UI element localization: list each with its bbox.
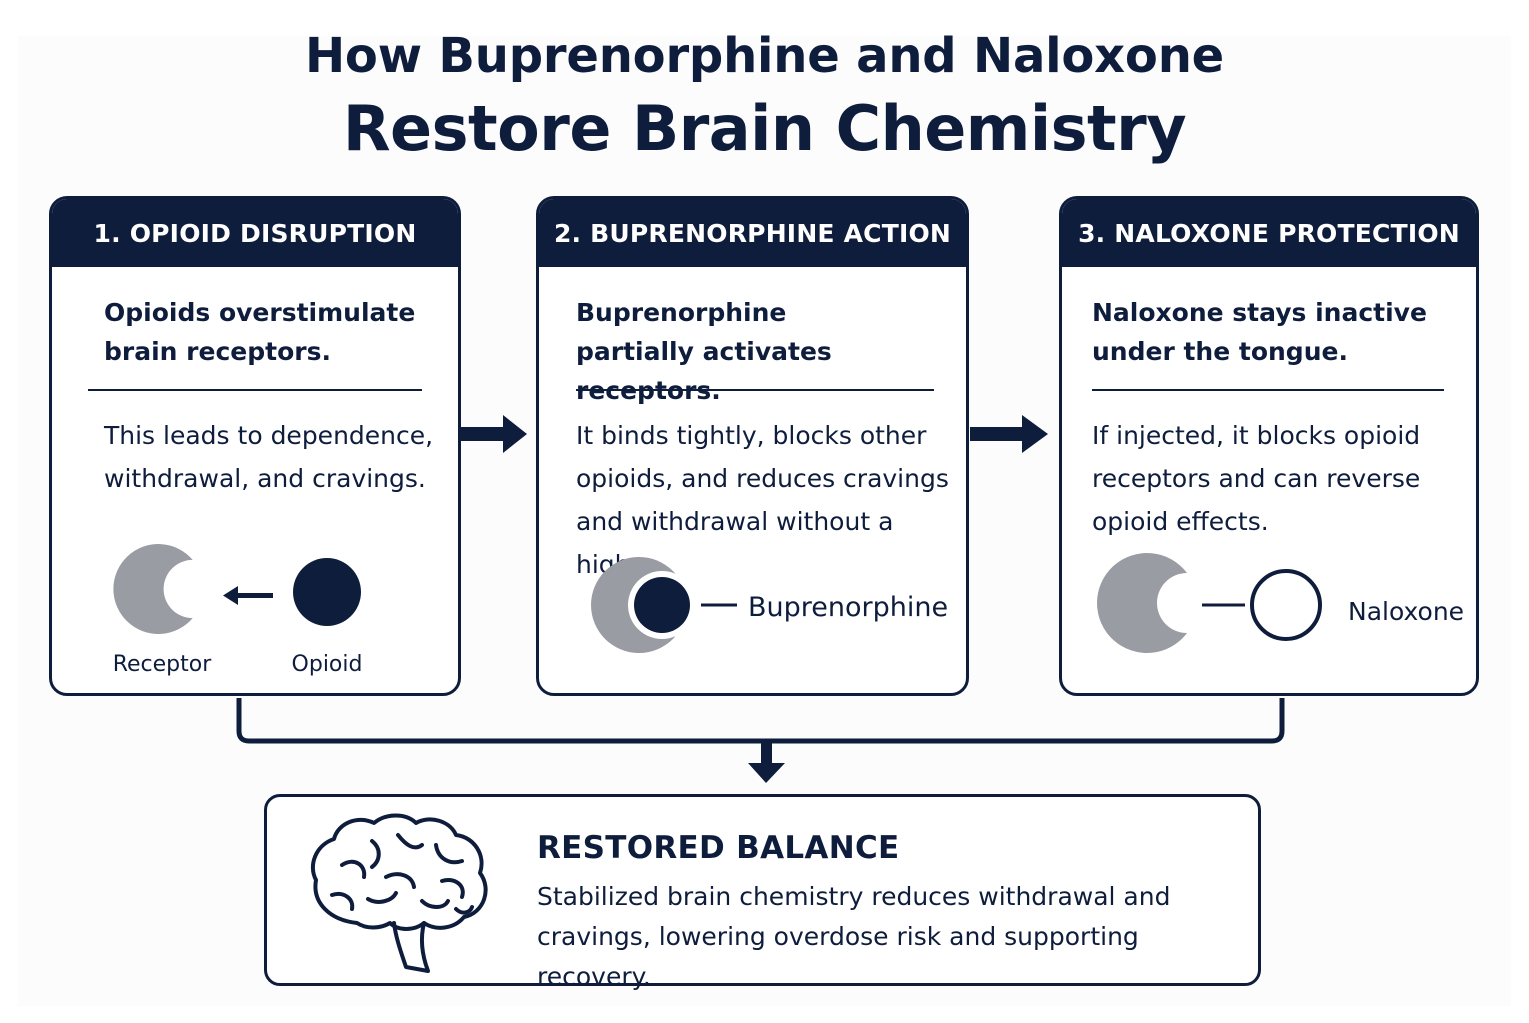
buprenorphine-icon bbox=[634, 577, 690, 633]
buprenorphine-diagram: Buprenorphine bbox=[591, 557, 948, 653]
merge-bracket bbox=[236, 698, 1285, 744]
brain-icon bbox=[310, 813, 488, 973]
divider bbox=[88, 389, 422, 391]
step-header: 1. OPIOID DISRUPTION bbox=[52, 199, 458, 267]
arrow-icon bbox=[970, 415, 1048, 453]
divider bbox=[576, 389, 934, 391]
page-title-line-2: Restore Brain Chemistry bbox=[342, 92, 1187, 165]
result-card-restored-balance: RESTORED BALANCE Stabilized brain chemis… bbox=[264, 794, 1261, 991]
naloxone-icon bbox=[1250, 569, 1322, 641]
naloxone-diagram: Naloxone bbox=[1097, 553, 1464, 653]
opioid-icon bbox=[293, 558, 361, 626]
receptor-icon bbox=[1097, 553, 1187, 653]
arrow-icon bbox=[460, 415, 527, 453]
step-header: 2. BUPRENORPHINE ACTION bbox=[539, 199, 966, 267]
step-header: 3. NALOXONE PROTECTION bbox=[1062, 199, 1476, 267]
arrow-icon bbox=[748, 741, 785, 783]
step-card-opioid-disruption: 1. OPIOID DISRUPTION Opioids overstimula… bbox=[49, 196, 461, 696]
step-body-text: This leads to dependence, withdrawal, an… bbox=[104, 421, 434, 493]
buprenorphine-label: Buprenorphine bbox=[748, 592, 948, 623]
receptor-icon bbox=[113, 544, 193, 634]
page-title-line-1: How Buprenorphine and Naloxone bbox=[304, 28, 1225, 84]
opioid-label: Opioid bbox=[292, 652, 363, 677]
result-title: RESTORED BALANCE bbox=[537, 830, 900, 866]
naloxone-label: Naloxone bbox=[1348, 597, 1464, 626]
opioid-diagram: Receptor Opioid bbox=[113, 544, 363, 677]
step-body-text: It binds tightly, blocks other opioids, … bbox=[576, 421, 949, 579]
step-body-text: If injected, it blocks opioid receptors … bbox=[1092, 421, 1421, 536]
step-card-buprenorphine-action: 2. BUPRENORPHINE ACTION Buprenorphine pa… bbox=[536, 196, 969, 696]
result-body-text: Stabilized brain chemistry reduces withd… bbox=[537, 882, 1171, 991]
step-lead-text: Naloxone stays inactive under the tongue… bbox=[1092, 298, 1427, 366]
divider bbox=[1092, 389, 1444, 391]
receptor-label: Receptor bbox=[113, 652, 213, 677]
step-lead-text: Opioids overstimulate brain receptors. bbox=[104, 298, 416, 366]
arrow-left-icon bbox=[223, 586, 273, 605]
step-card-naloxone-protection: 3. NALOXONE PROTECTION Naloxone stays in… bbox=[1059, 196, 1479, 696]
